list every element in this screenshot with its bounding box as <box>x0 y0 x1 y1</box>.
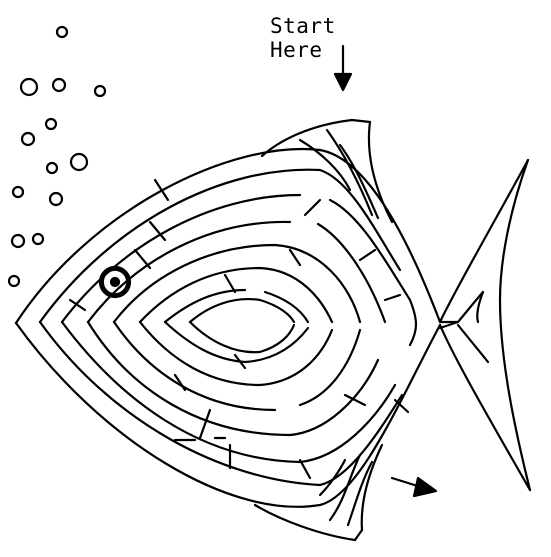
bubble <box>55 25 69 39</box>
bubble <box>19 77 39 97</box>
bubble <box>20 131 36 147</box>
bubble <box>11 185 25 199</box>
bubble <box>45 161 59 175</box>
start-label-line2: Here <box>270 38 323 62</box>
fish-body <box>14 147 442 508</box>
maze-ring-2 <box>60 193 418 464</box>
maze-ring-3 <box>86 220 387 437</box>
exit-arrow-icon <box>390 476 438 498</box>
bubble <box>69 152 89 172</box>
bubbles <box>7 25 107 288</box>
start-label-line1: Start <box>270 14 336 38</box>
bottom-fin <box>253 443 384 542</box>
maze-walls <box>68 178 410 480</box>
maze-ring-5 <box>138 266 334 387</box>
bubble <box>93 84 107 98</box>
bubble <box>10 233 26 249</box>
bubble <box>48 191 64 207</box>
bubble <box>31 232 45 246</box>
bubble <box>7 274 21 288</box>
maze-ring-6 <box>163 288 310 364</box>
tail-fin <box>438 158 532 492</box>
top-fin <box>260 118 394 224</box>
bubble <box>44 117 58 131</box>
maze-center <box>188 298 296 354</box>
maze-ring-1 <box>38 168 404 487</box>
bubble <box>51 77 67 93</box>
start-label: Start Here <box>270 14 336 62</box>
entry-arrow-icon <box>333 44 353 92</box>
